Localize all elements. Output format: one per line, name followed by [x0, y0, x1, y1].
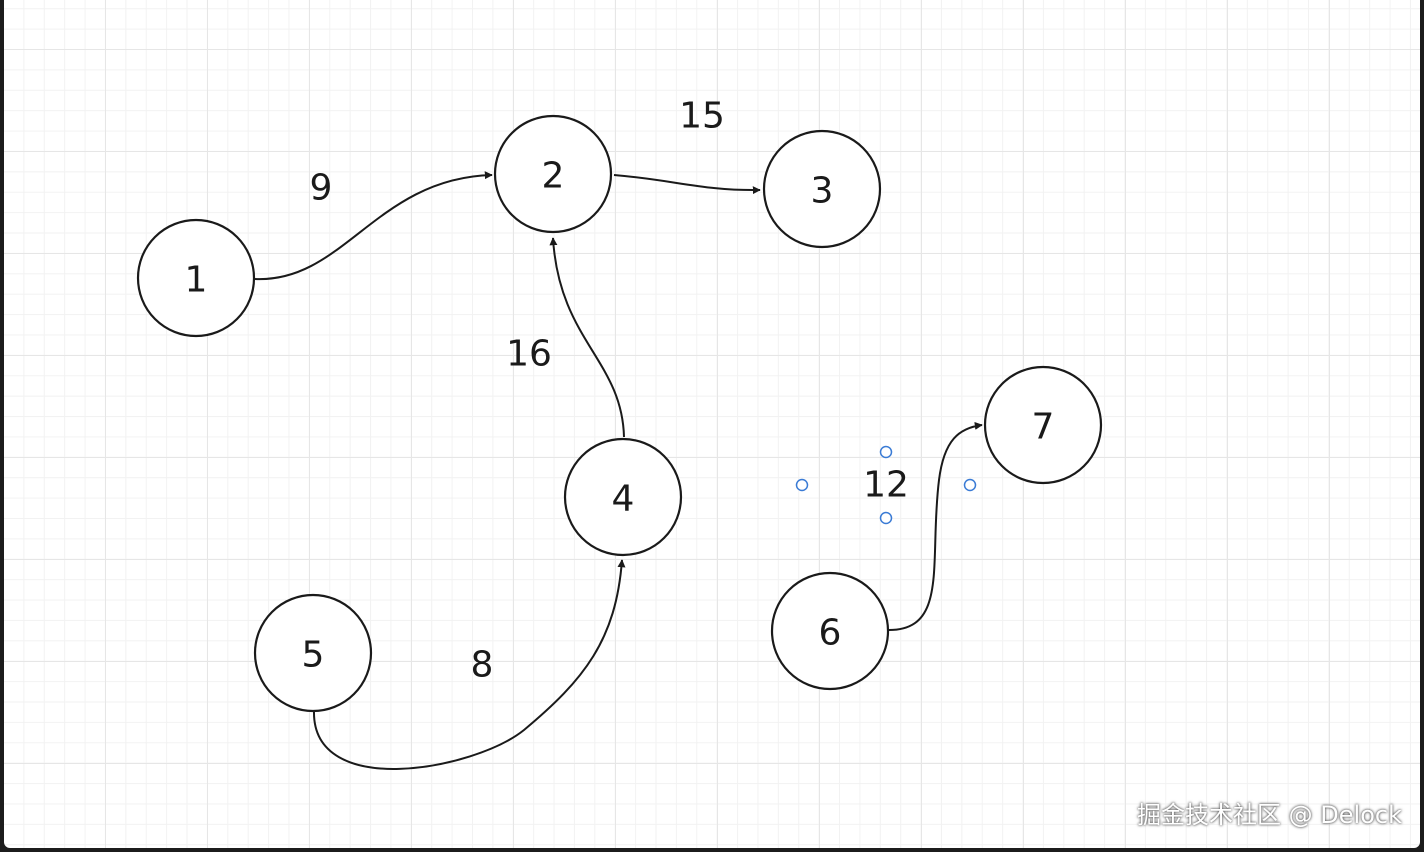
node-label-5: 5	[302, 635, 325, 676]
edge-line-6-7[interactable]	[888, 421, 983, 631]
node-circle-3[interactable]	[762, 129, 882, 249]
node-3[interactable]: 3	[762, 129, 882, 249]
node-circle-2[interactable]	[493, 114, 613, 234]
watermark: 掘金技术社区 @ Delock	[1137, 801, 1402, 829]
edge-2-3[interactable]	[613, 174, 761, 195]
edge-weight-label-4-2[interactable]: 16	[506, 334, 552, 375]
edge-weight-label-2-3[interactable]: 15	[679, 96, 725, 137]
node-circle-6[interactable]	[770, 571, 890, 691]
edge-weight-label-6-7[interactable]: 12	[863, 465, 909, 506]
node-label-2: 2	[542, 156, 565, 197]
node-circle-7[interactable]	[983, 365, 1103, 485]
selection-handle-2[interactable]	[879, 511, 893, 525]
node-label-1: 1	[185, 260, 208, 301]
node-2[interactable]: 2	[493, 114, 613, 234]
edge-5-4[interactable]	[312, 559, 626, 770]
edge-line-2-3[interactable]	[613, 174, 761, 195]
node-7[interactable]: 7	[983, 365, 1103, 485]
node-circle-5[interactable]	[253, 593, 373, 713]
node-label-7: 7	[1032, 407, 1055, 448]
edge-line-1-2[interactable]	[254, 171, 493, 281]
edge-line-4-2[interactable]	[549, 237, 625, 438]
node-circle-1[interactable]	[136, 218, 256, 338]
edge-6-7[interactable]	[888, 421, 983, 631]
edge-1-2[interactable]	[254, 171, 493, 281]
edge-4-2[interactable]	[549, 237, 625, 438]
edge-weight-label-5-4[interactable]: 8	[471, 645, 494, 686]
node-label-3: 3	[811, 171, 834, 212]
node-label-6: 6	[819, 613, 842, 654]
selection-handle-1[interactable]	[879, 445, 893, 459]
node-4[interactable]: 4	[563, 437, 683, 557]
edge-weight-label-1-2[interactable]: 9	[310, 168, 333, 209]
selection-handle-3[interactable]	[795, 478, 809, 492]
node-6[interactable]: 6	[770, 571, 890, 691]
node-label-4: 4	[612, 479, 635, 520]
node-1[interactable]: 1	[136, 218, 256, 338]
edge-line-5-4[interactable]	[312, 559, 626, 770]
node-circle-4[interactable]	[563, 437, 683, 557]
node-5[interactable]: 5	[253, 593, 373, 713]
selection-handle-4[interactable]	[963, 478, 977, 492]
